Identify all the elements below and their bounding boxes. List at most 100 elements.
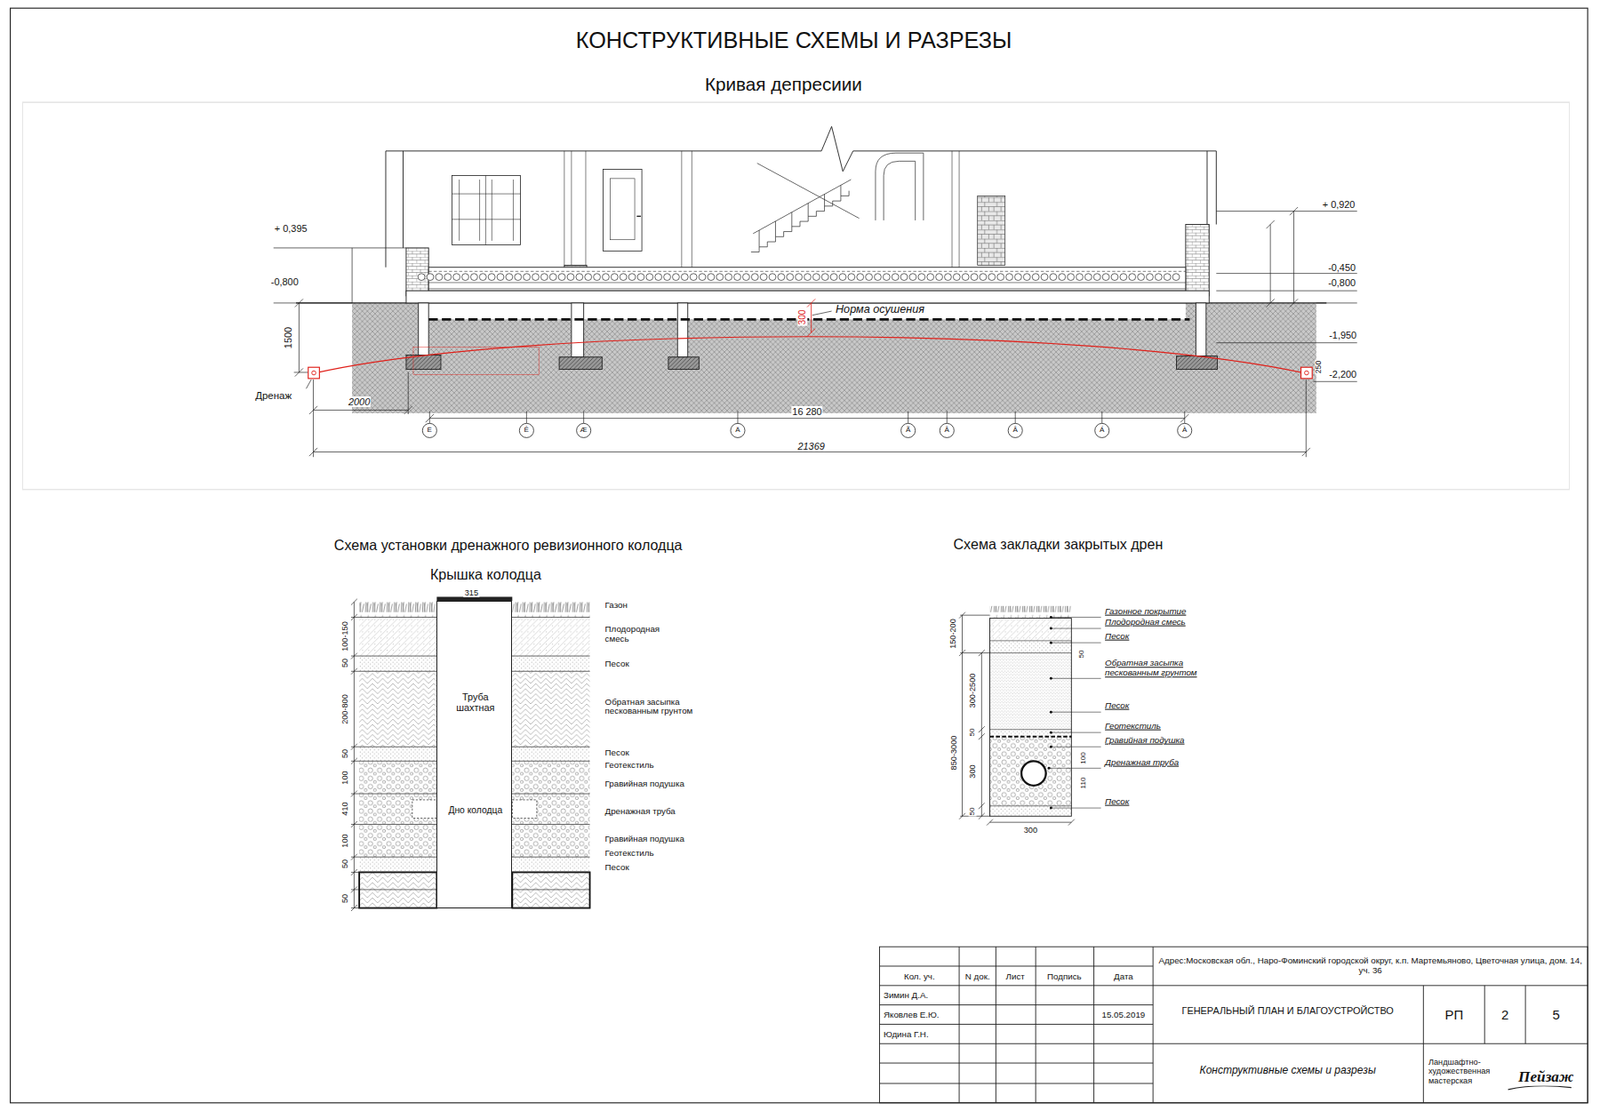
house-section	[1076, 273, 1084, 281]
drain-scheme	[978, 649, 985, 656]
drain-scheme	[1050, 628, 1101, 630]
house-section	[636, 216, 641, 217]
house-section	[777, 273, 785, 281]
well-scheme	[351, 614, 358, 621]
well-scheme	[351, 653, 358, 660]
title-block	[880, 946, 1589, 1104]
layer-label: Гравийная подушка	[604, 833, 686, 844]
dimension-lines	[1177, 423, 1192, 438]
layer-label: Газонное покрытие	[1104, 606, 1187, 616]
section-frame	[22, 102, 1569, 490]
drain-scheme	[978, 813, 985, 820]
drain-scheme	[989, 640, 1072, 641]
dimension-lines	[730, 411, 745, 439]
stamp-cell: РП	[1443, 1008, 1464, 1023]
house-section	[1102, 273, 1110, 281]
dimension-label: -0,800	[270, 276, 300, 288]
house-section	[470, 273, 478, 281]
scheme-heading: Схема закладки закрытых дрен	[952, 536, 1165, 553]
house-section	[677, 303, 688, 358]
house-section	[760, 273, 768, 281]
well-scheme	[351, 596, 591, 912]
dimension-label: 150-200	[948, 617, 958, 650]
dimension-lines	[583, 411, 584, 424]
dimension-label: 50	[340, 893, 350, 904]
house-section	[1084, 273, 1092, 281]
drain-scheme	[959, 612, 966, 619]
house-section	[680, 273, 688, 281]
drain-scheme	[1050, 712, 1101, 713]
house-section	[1006, 273, 1014, 281]
house-section	[296, 126, 1327, 414]
house-section	[1128, 273, 1136, 281]
dimension-label: 50	[340, 858, 350, 870]
house-section	[1172, 273, 1180, 281]
house-section	[428, 271, 1186, 272]
dimension-lines	[1184, 411, 1185, 424]
well-scheme	[359, 616, 437, 656]
house-section	[567, 273, 575, 281]
well-scheme	[359, 601, 437, 908]
layer-label: Песок	[1104, 701, 1130, 712]
layer-label: Обратная засыпка пескованным грунтом	[604, 697, 704, 717]
house-section	[452, 175, 521, 245]
well-scheme	[359, 856, 437, 872]
drain-scheme	[989, 618, 1072, 817]
house-section	[576, 273, 584, 281]
stamp-cell: 2	[1500, 1008, 1510, 1023]
axis-letter: Â	[1012, 426, 1019, 435]
stamp-cell: Лист	[1005, 971, 1026, 982]
house-section	[997, 273, 1005, 281]
drain-scheme	[1050, 616, 1101, 618]
house-section	[444, 273, 452, 281]
house-section	[426, 273, 434, 281]
dimension-lines	[519, 423, 534, 438]
drain-scheme	[960, 615, 1072, 823]
house-section	[742, 273, 750, 281]
house-section	[856, 273, 864, 281]
title-block	[880, 946, 1589, 1104]
drain-scheme	[989, 805, 1072, 807]
house-section	[988, 273, 996, 281]
dimension-lines	[812, 311, 832, 316]
dimension-label: 2000	[347, 396, 371, 408]
well-scheme	[512, 601, 590, 908]
house-section	[1137, 273, 1145, 281]
dimension-label: 100	[340, 832, 350, 848]
dimension-label: 300	[798, 308, 808, 326]
house-section	[462, 273, 470, 281]
well-scheme	[512, 746, 590, 761]
well-scheme	[359, 671, 437, 747]
house-section	[751, 163, 860, 253]
axis-letter: Ë	[426, 426, 433, 435]
house-section	[1195, 303, 1206, 357]
house-section	[558, 273, 566, 281]
drain-scheme	[1021, 760, 1047, 786]
dimension-label: 50	[340, 657, 350, 669]
stamp-cell: Юдина Г.Н.	[882, 1030, 930, 1040]
house-section	[1015, 273, 1023, 281]
house-section	[874, 273, 882, 281]
well-scheme	[351, 668, 358, 675]
dimension-lines	[519, 411, 534, 439]
house-section	[734, 273, 742, 281]
house-section	[900, 273, 908, 281]
house-section	[1163, 273, 1171, 281]
house-section	[791, 212, 792, 227]
drain-scheme	[959, 813, 966, 820]
house-section	[488, 273, 496, 281]
house-section	[840, 184, 841, 196]
axis-letter: Ã	[904, 426, 912, 435]
house-section	[1049, 273, 1057, 281]
house-section	[637, 273, 645, 281]
stamp-cell: Яковлев Е.Ю.	[882, 1010, 941, 1021]
house-section	[977, 195, 1006, 265]
dimension-lines	[576, 423, 592, 438]
drain-scheme	[989, 728, 1072, 730]
layer-label: Газон	[604, 600, 629, 610]
dimension-label: 315	[464, 588, 480, 598]
dimension-label: 100	[340, 769, 350, 785]
dimension-label: + 0,920	[1321, 199, 1357, 210]
dimension-label: 50	[968, 728, 977, 738]
